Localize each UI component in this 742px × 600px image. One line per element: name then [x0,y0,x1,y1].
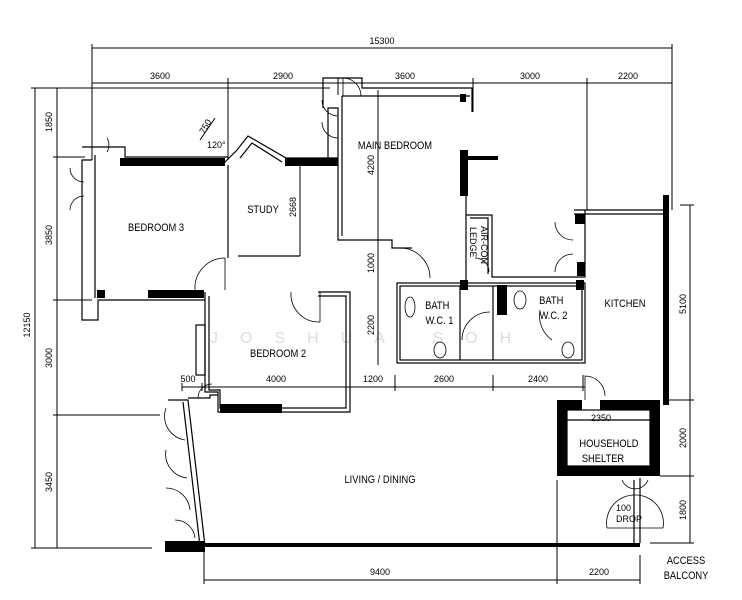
label-main-bedroom: MAIN BEDROOM [358,140,432,152]
room-labels: MAIN BEDROOM STUDY BEDROOM 3 BEDROOM 2 B… [128,140,708,582]
middle-dimensions: 500 4000 1200 2600 2400 [180,374,585,391]
dim-middle: 500 [180,374,195,384]
dim-middle: 2600 [434,374,454,384]
left-dimensions: 12150 1850 3850 3000 3450 [22,87,330,549]
dim-top: 3600 [150,71,170,81]
dim-left: 3450 [44,472,54,492]
label-bedroom-2: BEDROOM 2 [250,348,306,360]
doors [69,77,664,539]
dim-right: 1800 [678,500,688,520]
right-dimensions: 5100 2000 1800 [650,204,694,544]
label-aircon: AIR-CON [479,226,489,264]
dim-right: 5100 [678,294,688,314]
walls [81,77,669,552]
label-access: ACCESS [667,555,706,567]
dim-left: 1850 [44,112,54,132]
dim-corridor: 1000 [366,253,376,273]
label-aircon-ledge: LEDGE [468,227,478,258]
dim-middle: 4000 [266,374,286,384]
dim-main-bedroom-depth: 4200 [366,155,376,175]
watermark: JOSHUA SOH [210,330,533,347]
dim-top: 3600 [395,71,415,81]
dim-right: 2000 [678,428,688,448]
label-study: STUDY [247,204,279,216]
label-bath-1: BATH [425,300,449,312]
dim-bay-window: 750 [197,117,213,135]
label-drop-value: 100 [616,503,631,513]
label-bedroom-3: BEDROOM 3 [128,222,184,234]
dim-middle: 2400 [528,374,548,384]
label-living-dining: LIVING / DINING [344,474,415,486]
dim-middle: 1200 [363,374,383,384]
dim-left-total: 12150 [22,312,32,337]
label-balcony: BALCONY [664,570,709,582]
label-kitchen: KITCHEN [605,298,646,310]
dim-bath-depth: 2200 [366,315,376,335]
label-wc-1: W.C. 1 [425,315,453,327]
top-dimensions: 15300 3600 2900 3600 3000 2200 [91,36,673,210]
dim-bay-angle: 120° [207,140,226,150]
dim-left: 3000 [44,348,54,368]
interior-dimensions: 2668 4200 1000 2200 750 120° 2350 [197,90,611,423]
dim-total-width: 15300 [369,36,394,46]
label-bath-2: BATH [539,295,563,307]
dim-top: 2900 [273,71,293,81]
label-drop: DROP [616,514,642,524]
dim-bottom: 9400 [370,567,390,577]
bottom-dimensions: 9400 2200 [203,480,641,584]
dim-bottom: 2200 [589,567,609,577]
dim-shelter-width: 2350 [591,413,611,423]
label-household: HOUSEHOLD [579,438,638,450]
label-shelter: SHELTER [582,453,624,465]
dim-top: 3000 [520,71,540,81]
dim-study-depth: 2668 [288,197,298,217]
label-wc-2: W.C. 2 [539,310,567,322]
dim-top: 2200 [618,71,638,81]
dim-left: 3850 [44,225,54,245]
